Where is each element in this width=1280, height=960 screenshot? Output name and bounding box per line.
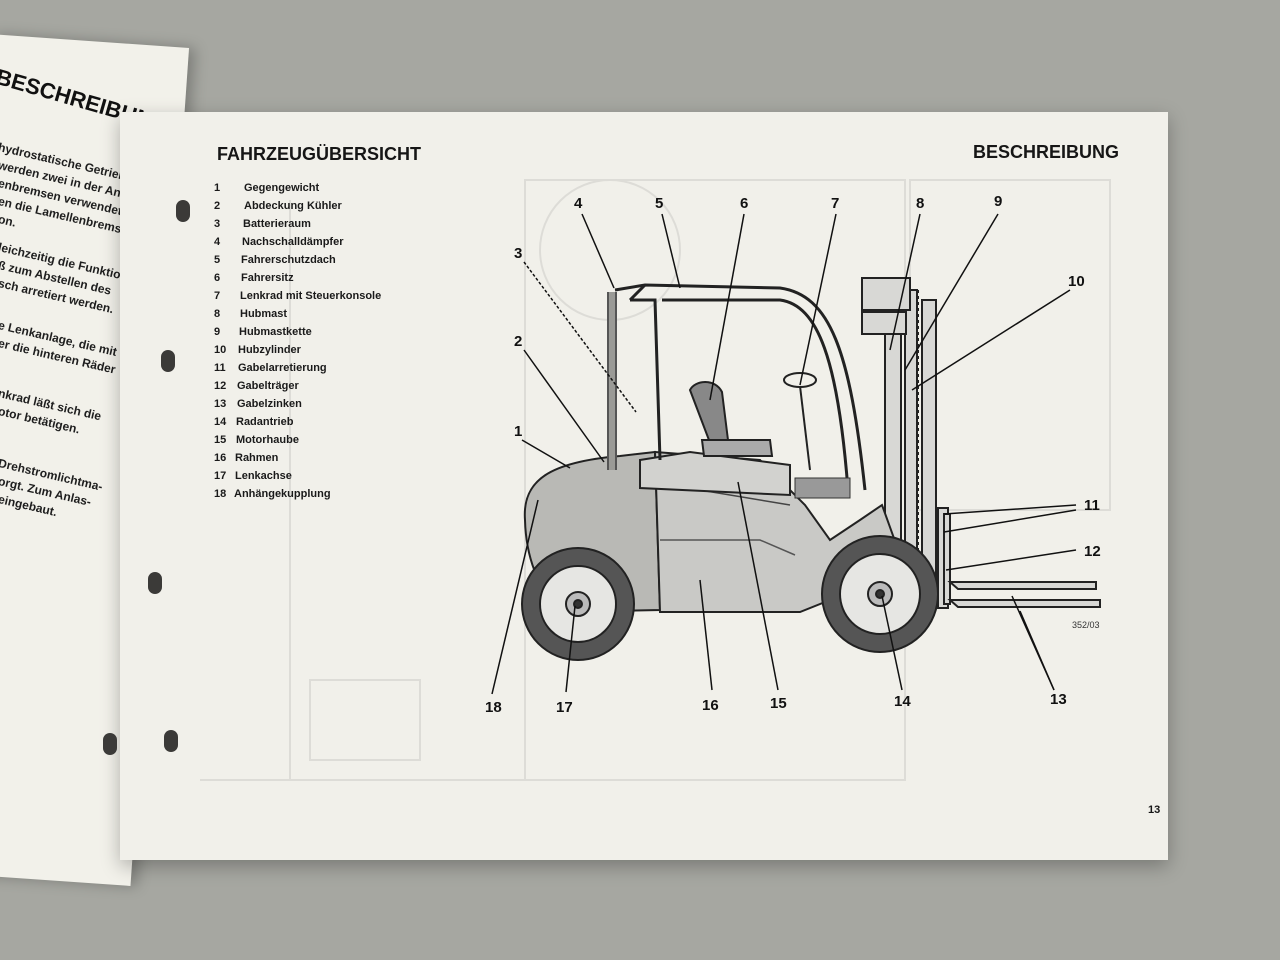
- punch-hole-5: [103, 733, 117, 755]
- punch-hole-3: [148, 572, 162, 594]
- legend-number: 11: [214, 362, 226, 374]
- callout-10: 10: [1068, 273, 1085, 290]
- legend-label: Lenkachse: [235, 470, 292, 482]
- steering-console: [783, 372, 817, 471]
- legend-number: 1: [214, 182, 221, 194]
- legend-label: Gegengewicht: [244, 182, 320, 194]
- callout-4: 4: [574, 195, 583, 212]
- callout-14: 14: [894, 693, 911, 710]
- legend-number: 15: [214, 434, 227, 446]
- legend-label: Gabelträger: [237, 380, 299, 392]
- legend-label: Fahrerschutzdach: [241, 254, 336, 266]
- callout-3: 3: [514, 245, 522, 262]
- fork-carriage: [937, 507, 1101, 609]
- legend-label: Hubmastkette: [239, 326, 312, 338]
- chapter-title: BESCHREIBUNG: [972, 142, 1119, 162]
- legend-number: 10: [214, 344, 227, 356]
- callout-11: 11: [1084, 497, 1100, 514]
- legend-label: Nachschalldämpfer: [242, 236, 344, 248]
- callout-12: 12: [1084, 543, 1101, 560]
- legend-label: Hubmast: [240, 308, 288, 320]
- legend-label: Abdeckung Kühler: [244, 200, 342, 212]
- callout-9: 9: [994, 193, 1002, 210]
- legend-label: Lenkrad mit Steuerkonsole: [240, 290, 382, 302]
- legend-number: 18: [214, 488, 227, 500]
- legend-label: Motorhaube: [236, 434, 299, 446]
- callout-13: 13: [1050, 691, 1067, 708]
- front-wheel: [821, 535, 939, 653]
- callout-7: 7: [831, 195, 839, 212]
- legend-number: 3: [214, 218, 221, 230]
- legend-number: 2: [214, 200, 221, 212]
- driver-seat: [688, 381, 774, 457]
- legend-label: Gabelarretierung: [238, 362, 327, 374]
- legend-label: Fahrersitz: [241, 272, 294, 284]
- callout-16: 16: [702, 697, 719, 714]
- rear-wheel: [521, 547, 635, 661]
- callout-2: 2: [514, 333, 522, 350]
- callout-18: 18: [485, 699, 502, 716]
- legend-number: 8: [214, 308, 221, 320]
- legend-number: 9: [214, 326, 221, 338]
- callout-leader-lines: [491, 213, 1077, 695]
- overhead-guard: [607, 283, 867, 491]
- callout-5: 5: [655, 195, 663, 212]
- callout-1: 1: [514, 423, 522, 440]
- legend-number: 7: [214, 290, 221, 302]
- legend-number: 13: [214, 398, 227, 410]
- legend-number: 5: [214, 254, 221, 266]
- legend-label: Batterieraum: [243, 218, 311, 230]
- callout-17: 17: [556, 699, 573, 716]
- callout-6: 6: [740, 195, 748, 212]
- legend-label: Anhängekupplung: [234, 488, 331, 500]
- page-number: 13: [1148, 804, 1161, 816]
- legend-number: 16: [214, 452, 227, 464]
- callout-8: 8: [916, 195, 924, 212]
- figure-id: 352/03: [1072, 620, 1100, 630]
- legend-number: 17: [214, 470, 227, 482]
- legend-label: Radantrieb: [236, 416, 294, 428]
- legend-number: 14: [214, 416, 227, 428]
- punch-hole-2: [161, 350, 175, 372]
- legend-label: Rahmen: [235, 452, 279, 464]
- legend-label: Hubzylinder: [238, 344, 301, 356]
- section-title: FAHRZEUGÜBERSICHT: [217, 144, 422, 164]
- legend-number: 6: [214, 272, 221, 284]
- punch-hole-4: [164, 730, 178, 752]
- legend-label: Gabelzinken: [237, 398, 302, 410]
- legend-number: 12: [214, 380, 227, 392]
- callout-numbers: 1 2 3 4 5 6 7 8 9 10 11 12 13 14 15 16 1…: [485, 193, 1101, 716]
- floor-plate: [794, 477, 851, 499]
- punch-hole-1: [176, 200, 190, 222]
- legend-number: 4: [214, 236, 221, 248]
- callout-15: 15: [770, 695, 787, 712]
